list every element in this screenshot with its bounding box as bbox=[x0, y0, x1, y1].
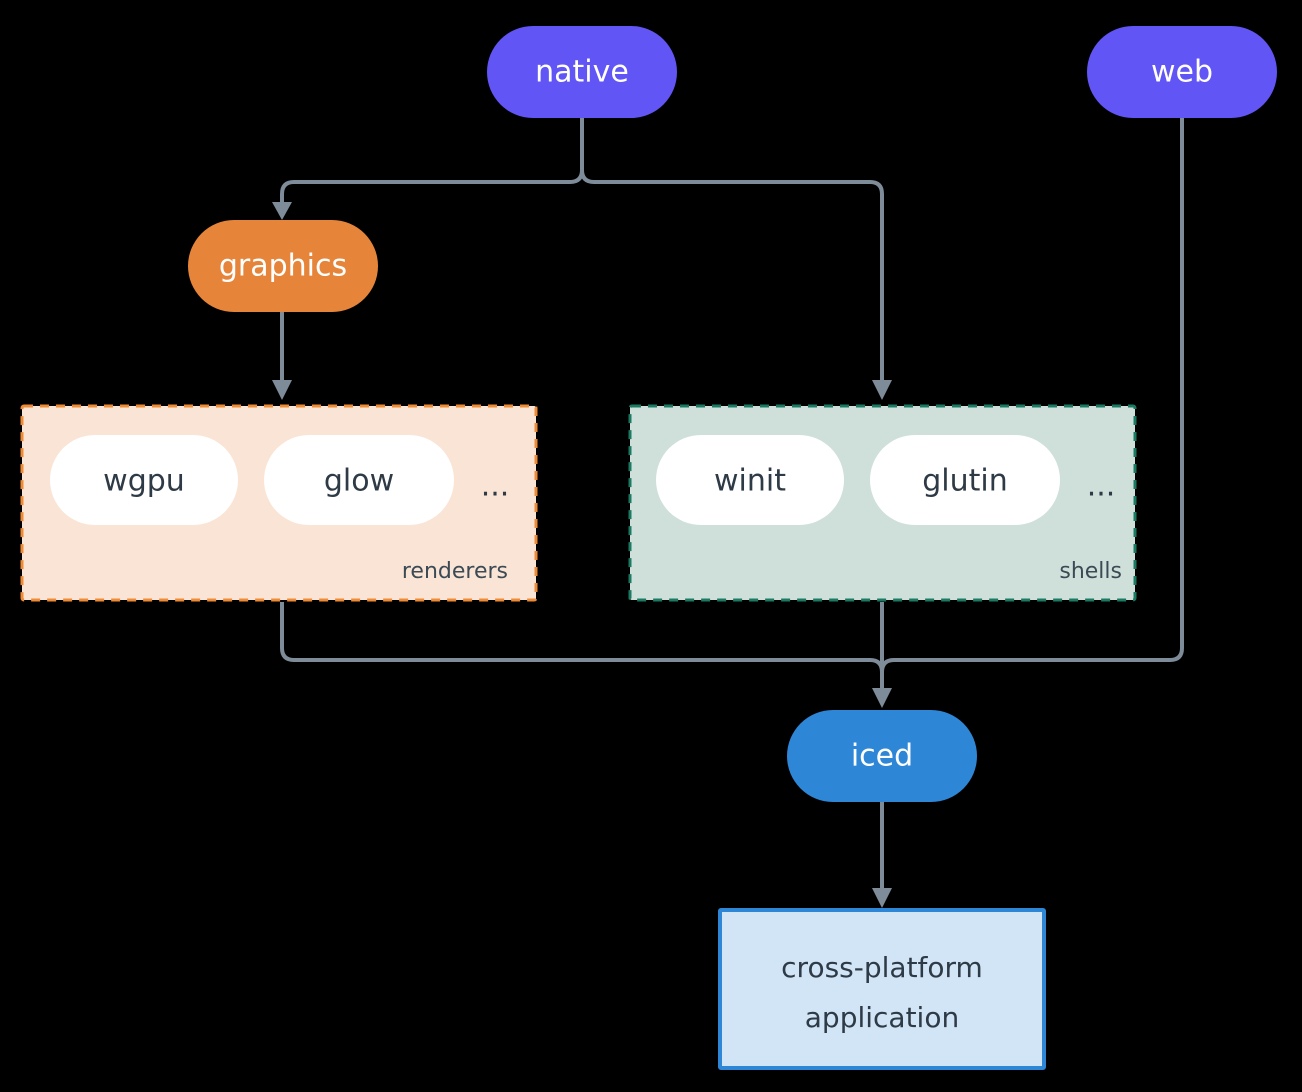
node-application[interactable]: cross-platform application bbox=[718, 908, 1046, 1070]
node-graphics[interactable]: graphics bbox=[188, 220, 378, 312]
node-native[interactable]: native bbox=[487, 26, 677, 118]
node-application-label-line2: application bbox=[805, 1001, 959, 1034]
renderers-group-caption: renderers bbox=[402, 559, 508, 584]
node-web-shape[interactable] bbox=[1087, 26, 1277, 118]
node-glow[interactable] bbox=[264, 435, 454, 525]
node-wgpu-label: wgpu bbox=[103, 464, 185, 499]
node-application-label-line1: cross-platform bbox=[781, 951, 983, 984]
renderers-overflow-ellipsis: ... bbox=[481, 469, 510, 504]
node-native-shape[interactable] bbox=[487, 26, 677, 118]
arrowhead-iced bbox=[872, 688, 892, 708]
node-graphics-label: graphics bbox=[219, 249, 347, 284]
shells-group-caption: shells bbox=[1059, 559, 1122, 584]
edge-layer bbox=[272, 118, 1184, 908]
node-graphics-shape[interactable] bbox=[188, 220, 378, 312]
arrowhead-application bbox=[872, 888, 892, 908]
node-glutin[interactable] bbox=[870, 435, 1060, 525]
arrowhead-graphics bbox=[272, 202, 292, 220]
node-wgpu[interactable] bbox=[50, 435, 238, 525]
arrowhead-shells bbox=[872, 380, 892, 400]
node-application-shape[interactable] bbox=[718, 908, 1046, 1070]
edge-renderers-to-iced bbox=[280, 602, 884, 690]
node-winit-label: winit bbox=[714, 464, 786, 499]
node-web-label: web bbox=[1151, 55, 1213, 90]
node-web[interactable]: web bbox=[1087, 26, 1277, 118]
node-native-label: native bbox=[535, 55, 629, 90]
node-glutin-label: glutin bbox=[922, 464, 1008, 499]
shells-overflow-ellipsis: ... bbox=[1087, 469, 1116, 504]
node-iced-label: iced bbox=[851, 739, 913, 774]
group-shells: winit glutin ... shells bbox=[628, 404, 1137, 602]
node-iced-shape[interactable] bbox=[787, 710, 977, 802]
node-iced[interactable]: iced bbox=[787, 710, 977, 802]
node-glow-label: glow bbox=[324, 464, 394, 499]
arrowhead-renderers bbox=[272, 380, 292, 400]
edge-web-trunk bbox=[880, 118, 1184, 690]
group-renderers: wgpu glow ... renderers bbox=[20, 404, 538, 602]
edge-native-to-graphics bbox=[280, 169, 584, 206]
node-winit[interactable] bbox=[656, 435, 844, 525]
edge-native-to-shells bbox=[580, 169, 884, 382]
